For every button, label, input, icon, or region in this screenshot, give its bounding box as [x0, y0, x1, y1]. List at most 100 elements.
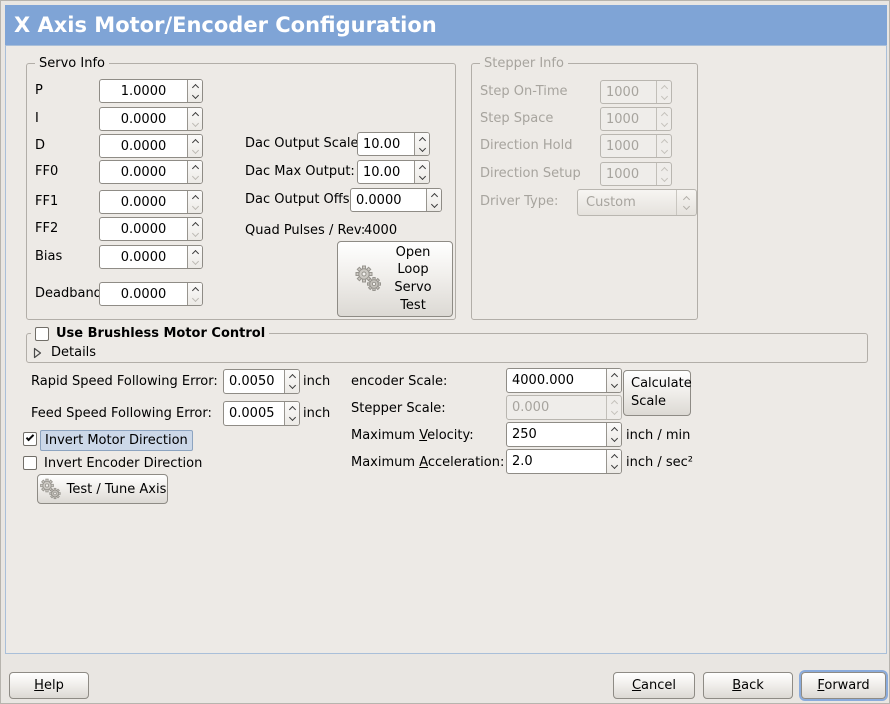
- spin-arrows[interactable]: [606, 423, 621, 446]
- invert-encoder-label[interactable]: Invert Encoder Direction: [44, 456, 203, 471]
- chevron-up-icon[interactable]: [191, 221, 199, 229]
- max-velocity-unit: inch / min: [626, 428, 691, 443]
- spin-arrows[interactable]: [606, 450, 621, 473]
- cancel-button[interactable]: Cancel: [613, 672, 695, 699]
- invert-motor-checkbox[interactable]: [23, 432, 37, 446]
- use-brushless-label: Use Brushless Motor Control: [56, 326, 266, 341]
- dac-max-output-spinner[interactable]: [357, 160, 430, 184]
- chevron-up-icon[interactable]: [430, 192, 438, 200]
- chevron-up-icon[interactable]: [191, 249, 199, 257]
- chevron-down-icon[interactable]: [610, 461, 618, 470]
- ff1-spinner[interactable]: [99, 190, 203, 214]
- max-acceleration-spinner[interactable]: [506, 449, 622, 474]
- chevron-down-icon[interactable]: [191, 119, 199, 127]
- spin-arrows[interactable]: [187, 108, 202, 130]
- dac-output-offset-input[interactable]: [351, 189, 426, 211]
- spin-arrows[interactable]: [187, 161, 202, 183]
- bias-input[interactable]: [100, 246, 187, 268]
- dac-output-scale-input[interactable]: [358, 133, 414, 155]
- spin-arrows[interactable]: [414, 133, 429, 155]
- dac-output-scale-spinner[interactable]: [357, 132, 430, 156]
- chevron-down-icon[interactable]: [288, 413, 296, 422]
- p-input[interactable]: [100, 80, 187, 102]
- chevron-up-icon[interactable]: [610, 426, 618, 435]
- ff1-input[interactable]: [100, 191, 187, 213]
- deadband-spinner[interactable]: [99, 282, 203, 306]
- p-spinner[interactable]: [99, 79, 203, 103]
- chevron-down-icon[interactable]: [191, 146, 199, 154]
- chevron-down-icon[interactable]: [418, 172, 426, 180]
- spin-arrows[interactable]: [426, 189, 441, 211]
- ff2-input[interactable]: [100, 218, 187, 240]
- chevron-down-icon[interactable]: [191, 229, 199, 237]
- invert-encoder-checkbox[interactable]: [23, 456, 37, 470]
- i-input[interactable]: [100, 108, 187, 130]
- chevron-up-icon[interactable]: [610, 453, 618, 462]
- chevron-up-icon[interactable]: [418, 164, 426, 172]
- encoder-scale-spinner[interactable]: [506, 368, 622, 393]
- encoder-scale-input[interactable]: [507, 369, 606, 392]
- chevron-down-icon[interactable]: [430, 200, 438, 208]
- chevron-down-icon[interactable]: [191, 91, 199, 99]
- use-brushless-checkbox[interactable]: [35, 326, 49, 341]
- chevron-up-icon[interactable]: [191, 111, 199, 119]
- chevron-down-icon[interactable]: [610, 434, 618, 443]
- max-velocity-spinner[interactable]: [506, 422, 622, 447]
- chevron-up-icon[interactable]: [288, 373, 296, 382]
- dac-output-offset-spinner[interactable]: [350, 188, 442, 212]
- chevron-down-icon[interactable]: [191, 172, 199, 180]
- spin-arrows[interactable]: [187, 246, 202, 268]
- spin-arrows[interactable]: [187, 135, 202, 157]
- feed-following-error-spinner[interactable]: [223, 401, 300, 426]
- chevron-down-icon[interactable]: [191, 202, 199, 210]
- help-button[interactable]: Help: [9, 672, 89, 699]
- chevron-up-icon[interactable]: [288, 405, 296, 414]
- spin-arrows[interactable]: [187, 80, 202, 102]
- dac-max-output-label: Dac Max Output:: [245, 164, 355, 179]
- open-loop-servo-test-button[interactable]: Open Loop Servo Test: [337, 241, 453, 317]
- ff0-input[interactable]: [100, 161, 187, 183]
- details-expander[interactable]: Details: [33, 345, 96, 360]
- rapid-following-error-spinner[interactable]: [223, 369, 300, 394]
- chevron-up-icon[interactable]: [191, 138, 199, 146]
- chevron-up-icon[interactable]: [191, 83, 199, 91]
- back-button[interactable]: Back: [703, 672, 793, 699]
- driver-type-value: Custom: [586, 195, 636, 210]
- spin-arrows[interactable]: [187, 283, 202, 305]
- forward-button[interactable]: Forward: [801, 672, 886, 699]
- deadband-input[interactable]: [100, 283, 187, 305]
- max-acceleration-input[interactable]: [507, 450, 606, 473]
- spin-arrows[interactable]: [284, 370, 299, 393]
- feed-following-error-input[interactable]: [224, 402, 284, 425]
- chevron-down-icon[interactable]: [288, 381, 296, 390]
- spin-arrows[interactable]: [606, 369, 621, 392]
- chevron-down-icon: [660, 92, 668, 100]
- chevron-up-icon[interactable]: [191, 164, 199, 172]
- calculate-scale-button[interactable]: Calculate Scale: [623, 370, 692, 416]
- chevron-down-icon[interactable]: [418, 144, 426, 152]
- spin-arrows[interactable]: [187, 191, 202, 213]
- chevron-down-icon[interactable]: [191, 294, 199, 302]
- spin-arrows[interactable]: [414, 161, 429, 183]
- chevron-up-icon[interactable]: [191, 194, 199, 202]
- d-input[interactable]: [100, 135, 187, 157]
- invert-motor-label[interactable]: Invert Motor Direction: [40, 430, 193, 451]
- max-velocity-input[interactable]: [507, 423, 606, 446]
- chevron-up-icon[interactable]: [418, 136, 426, 144]
- chevron-down-icon[interactable]: [191, 257, 199, 265]
- use-brushless-checkbox-row[interactable]: Use Brushless Motor Control: [31, 326, 270, 341]
- spin-arrows[interactable]: [284, 402, 299, 425]
- spin-arrows[interactable]: [187, 218, 202, 240]
- bias-spinner[interactable]: [99, 245, 203, 269]
- ff0-spinner[interactable]: [99, 160, 203, 184]
- gears-icon: [355, 265, 381, 291]
- chevron-down-icon[interactable]: [610, 380, 618, 389]
- test-tune-axis-button[interactable]: Test / Tune Axis: [37, 474, 168, 504]
- rapid-following-error-input[interactable]: [224, 370, 284, 393]
- chevron-up-icon[interactable]: [610, 372, 618, 381]
- chevron-up-icon[interactable]: [191, 286, 199, 294]
- dac-max-output-input[interactable]: [358, 161, 414, 183]
- i-spinner[interactable]: [99, 107, 203, 131]
- ff2-spinner[interactable]: [99, 217, 203, 241]
- d-spinner[interactable]: [99, 134, 203, 158]
